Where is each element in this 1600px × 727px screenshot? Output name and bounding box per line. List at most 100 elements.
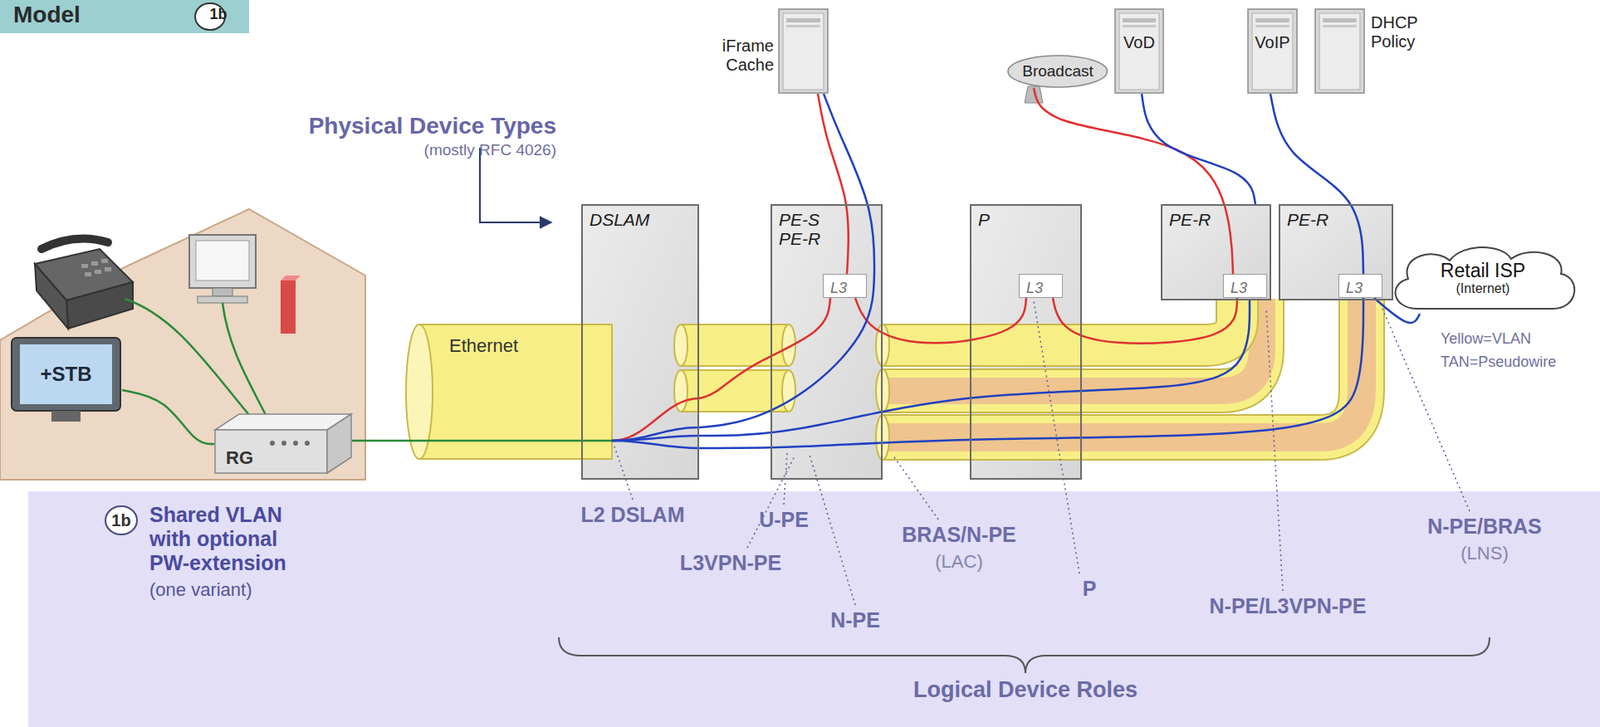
dslam-fan-part xyxy=(611,398,700,441)
node-text: DSLAM xyxy=(589,210,640,230)
server-icon: DHCP Policy xyxy=(1314,8,1366,94)
model-badge: Model 1b xyxy=(0,0,250,34)
node-text: L3 xyxy=(830,278,847,299)
connector xyxy=(352,440,582,443)
role-label: P xyxy=(1082,577,1097,602)
node-text: P xyxy=(978,210,990,230)
vlan-tube-part-part xyxy=(882,298,1362,438)
node-text: 1b xyxy=(111,511,131,531)
home-wire xyxy=(124,298,266,416)
dslam-fan-part xyxy=(581,440,612,443)
node-text: L3 xyxy=(1345,278,1363,299)
broadcast-dish: Broadcast xyxy=(1007,54,1109,89)
vlan-tube-part xyxy=(680,345,789,392)
house-part xyxy=(280,280,296,334)
vlan-tube-part-part xyxy=(882,298,1238,346)
l3-box: L3 xyxy=(1018,274,1063,299)
tv-stb-part-part xyxy=(19,344,113,405)
role-label: N-PE/BRAS xyxy=(1427,514,1542,539)
model-number: 1b xyxy=(194,2,226,31)
vlan-tube-part xyxy=(406,324,433,460)
server-icon-part xyxy=(777,8,829,94)
server-icon-part-part xyxy=(786,18,821,23)
server-icon-part-part xyxy=(1322,18,1357,23)
vlan-tube-part-part xyxy=(882,298,1263,392)
broadcast-dish-part-part xyxy=(1007,55,1108,88)
device-box: P L3 xyxy=(969,204,1082,480)
leader-line-part xyxy=(1266,308,1283,592)
phone-part-part xyxy=(94,269,102,275)
role-label: U-PE xyxy=(758,508,809,533)
server-icon: VoIP xyxy=(1247,8,1298,94)
vlan-tube-part-part xyxy=(882,298,1263,392)
connector xyxy=(122,390,215,445)
home-wire-part xyxy=(124,298,250,416)
phone-part-part xyxy=(101,259,108,264)
isp-cloud-part-part xyxy=(1395,247,1576,309)
key-note: TAN=Pseudowire xyxy=(1440,353,1556,372)
residential-gateway-part-part xyxy=(293,440,299,446)
computer-part xyxy=(212,288,233,297)
model-title: Shared VLAN with optional PW-extension xyxy=(149,503,316,576)
vlan-tube-part-part xyxy=(875,415,890,460)
leader-line-part xyxy=(892,455,939,520)
device-box: PE-RL3 xyxy=(1278,204,1394,301)
tv-stb-part-part xyxy=(11,337,121,412)
connector xyxy=(699,298,1364,449)
residential-gateway-part-part xyxy=(304,440,310,446)
role-label: L3VPN-PE xyxy=(680,551,782,576)
tv-stb: +STB xyxy=(9,336,123,424)
dslam-fan-part xyxy=(611,427,700,441)
phone-part xyxy=(81,259,112,277)
vlan-tube-part-part xyxy=(882,298,1263,392)
phone-part-part xyxy=(104,267,112,272)
residential-gateway-part-part xyxy=(215,430,328,474)
computer-part xyxy=(197,296,248,304)
phone-part-part xyxy=(84,272,92,277)
server-icon-part-part xyxy=(1319,13,1361,90)
role-label: L2 DSLAM xyxy=(581,503,686,528)
dslam-fan-part xyxy=(611,440,700,449)
residential-gateway-part-part xyxy=(327,414,352,474)
vlan-tube-part-part xyxy=(875,369,890,413)
node-text: 1b xyxy=(209,5,227,24)
leader-line-part xyxy=(614,446,633,500)
phone xyxy=(34,239,133,330)
vlan-tube-part-part xyxy=(882,298,1362,438)
node-text: DHCP Policy xyxy=(1370,13,1433,52)
connector xyxy=(817,93,849,275)
server-icon-part-part xyxy=(782,13,824,90)
device-box: PE-RL3 xyxy=(1160,204,1272,301)
house-part xyxy=(0,209,366,480)
node-text: Broadcast xyxy=(1022,62,1094,81)
phone-part xyxy=(66,282,133,329)
server-icon-part-part xyxy=(1255,24,1290,28)
connector xyxy=(699,93,875,428)
vlan-tube xyxy=(406,298,1362,460)
device-box: DSLAM xyxy=(581,204,700,480)
server-icon-part-part xyxy=(1322,24,1357,28)
server-icon-part-part xyxy=(786,24,821,28)
vlan-tube-part xyxy=(419,324,612,460)
house-part xyxy=(280,275,301,281)
node-text: PE-R xyxy=(1169,210,1211,230)
node-text: iFrame Cache xyxy=(712,36,774,75)
node-text: Retail ISP xyxy=(1440,259,1526,282)
residential-gateway: RG xyxy=(214,413,353,475)
residential-gateway-part-part xyxy=(269,440,275,446)
group-label: Logical Device Roles xyxy=(913,677,1138,704)
server-icon: iFrame Cache xyxy=(777,8,829,94)
node-text: (Internet) xyxy=(1456,281,1511,297)
device-fill-part xyxy=(770,204,883,480)
role-label: BRAS/N-PE xyxy=(901,523,1017,548)
brace xyxy=(558,637,1490,674)
home-wire-part xyxy=(222,303,266,416)
heading: Physical Device Types xyxy=(308,112,557,140)
pointer-arrow xyxy=(479,147,552,223)
phone-part-part xyxy=(81,264,89,269)
node-text: L3 xyxy=(1026,278,1043,299)
node-text: VoIP xyxy=(1247,33,1298,53)
node-text: Model xyxy=(13,1,81,29)
tv-stb-part-part xyxy=(51,411,81,422)
